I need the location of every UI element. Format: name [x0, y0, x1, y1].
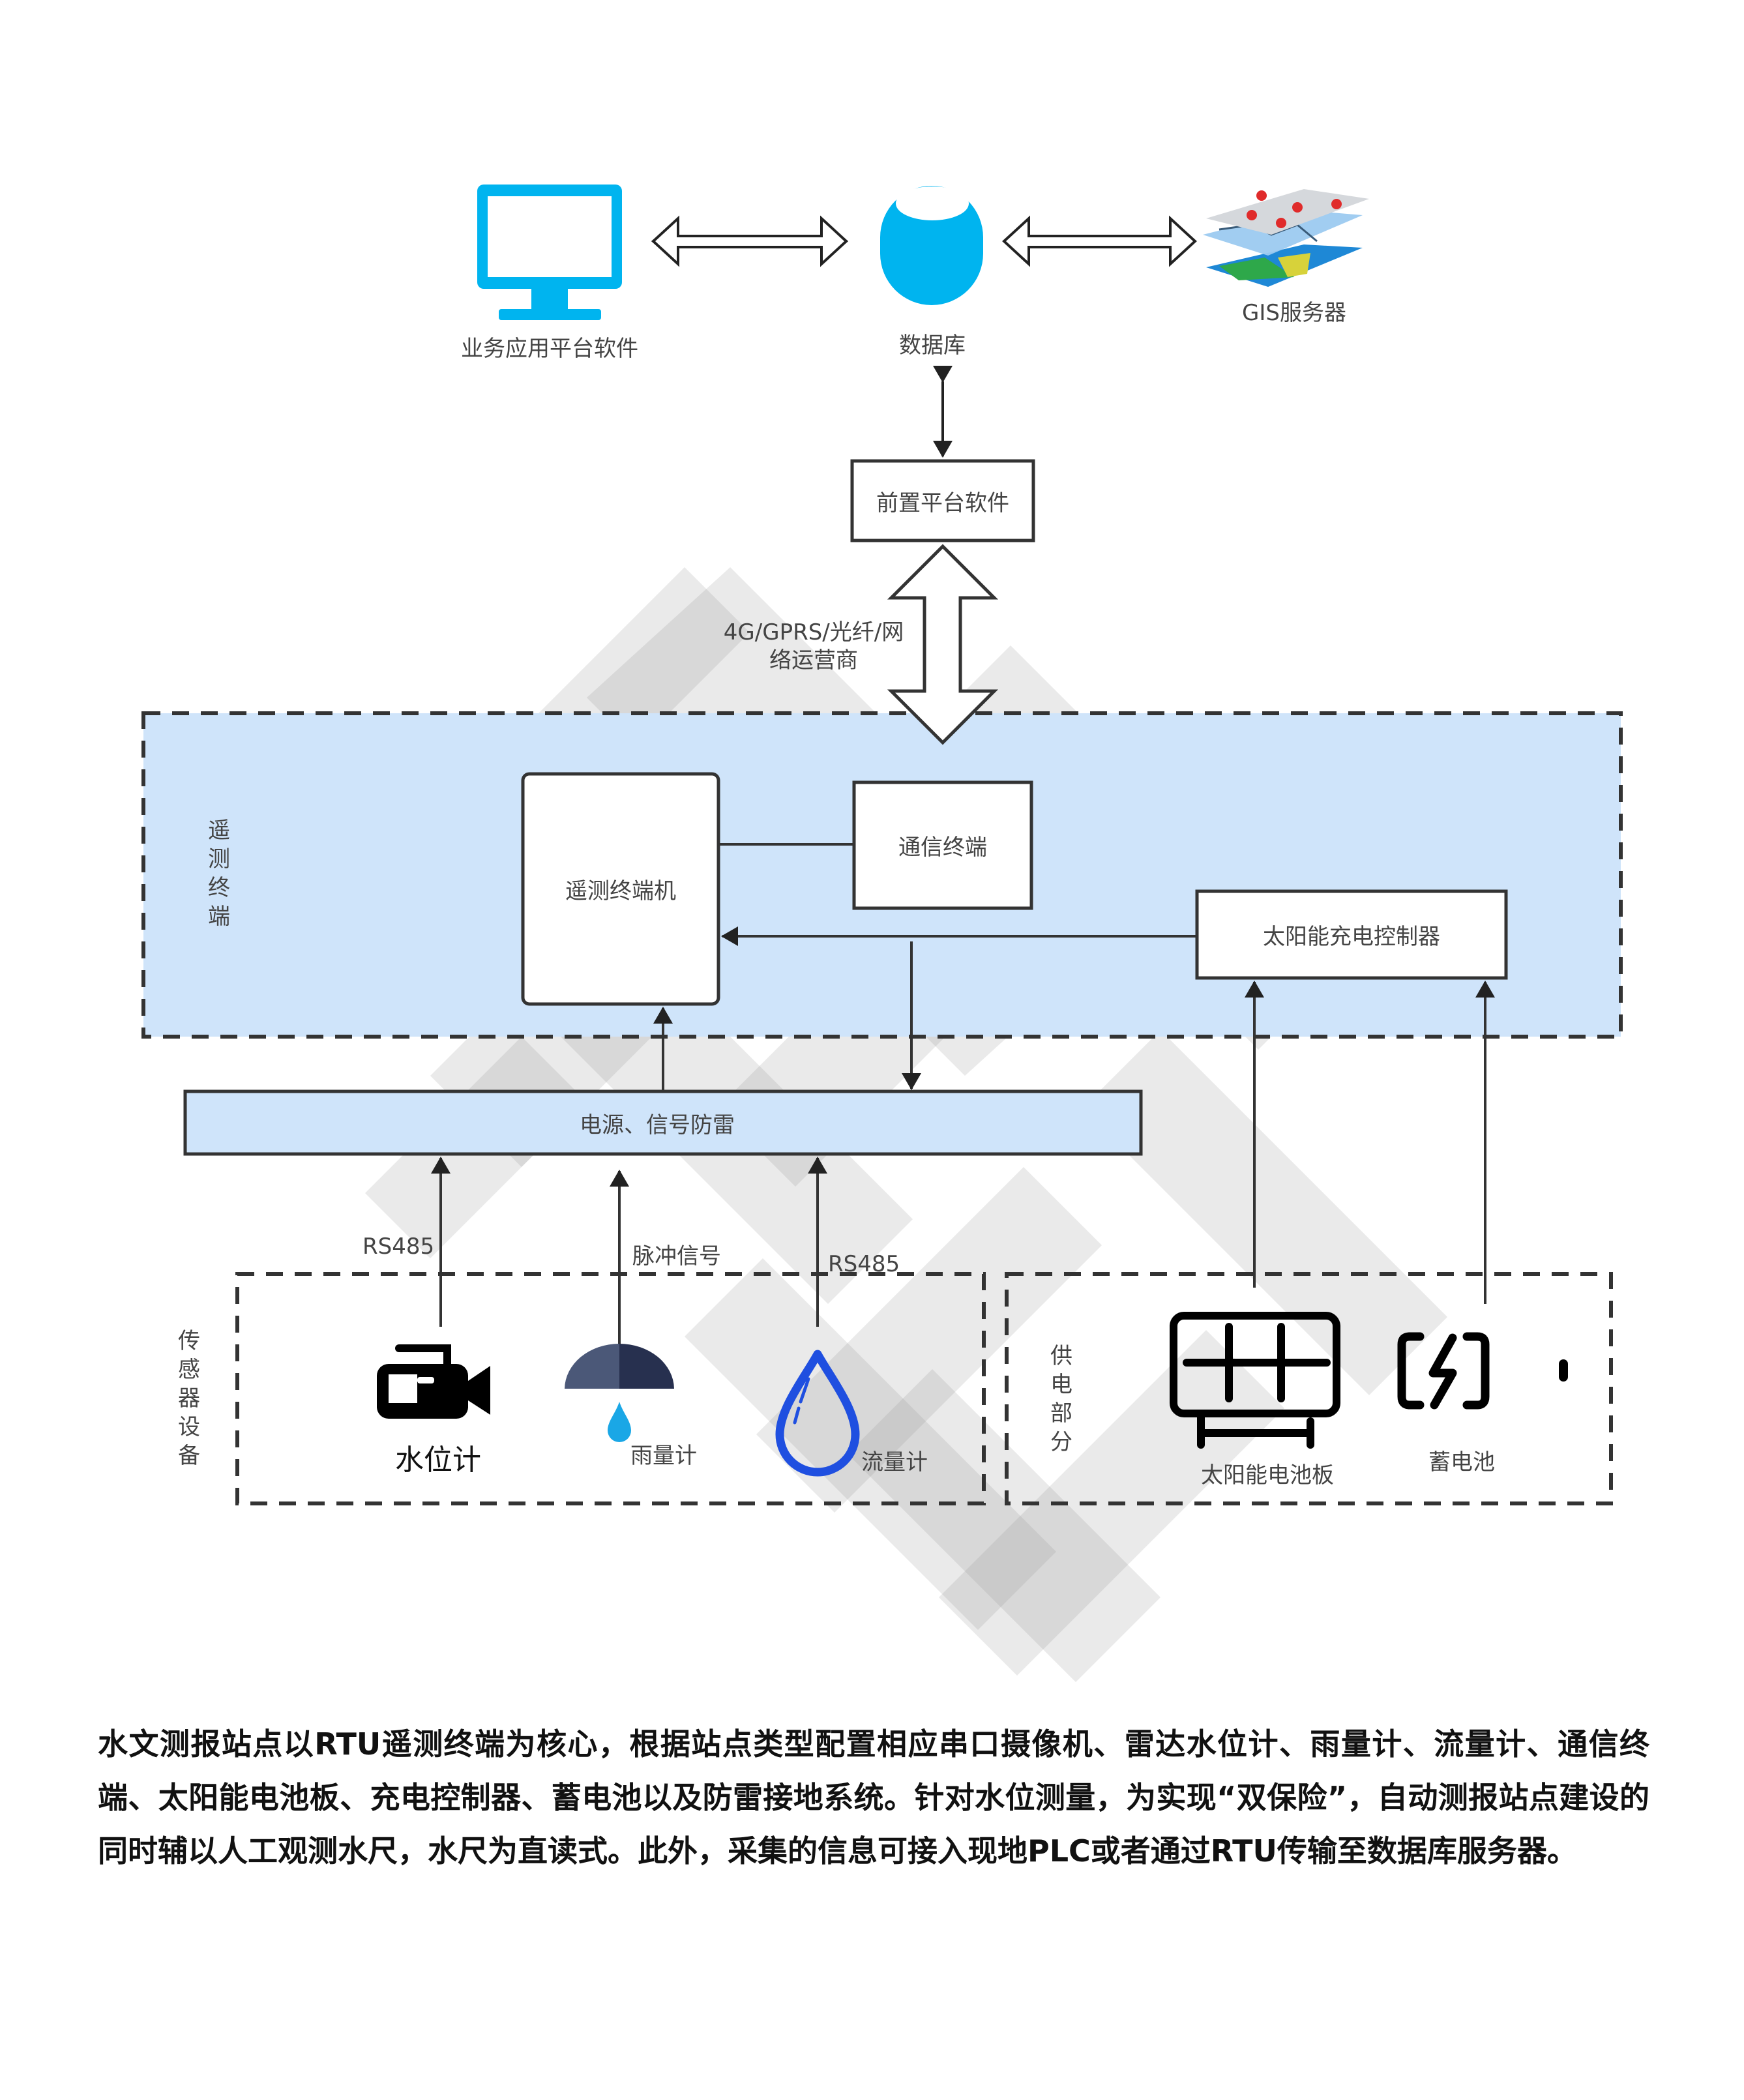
- rtu-machine-label: 遥测终端机: [565, 878, 676, 904]
- network-double-arrow: [887, 544, 999, 745]
- water-drop-icon: [775, 1350, 860, 1477]
- database-label: 数据库: [899, 333, 966, 359]
- comm-terminal-label: 通信终端: [898, 835, 987, 861]
- watermark-band: [848, 1369, 1160, 1682]
- database-cylinder-icon: [880, 186, 983, 305]
- power-group-box: [1005, 1272, 1613, 1505]
- video-camera-icon: [377, 1344, 490, 1419]
- battery-charging-icon: [1397, 1332, 1568, 1410]
- front-platform-label: 前置平台软件: [876, 490, 1009, 516]
- solar-controller-label: 太阳能充电控制器: [1263, 924, 1440, 950]
- gis-map-layers-icon: [1203, 189, 1369, 287]
- rain-gauge-link-label: 脉冲信号: [632, 1243, 721, 1269]
- watermark-band: [1082, 1030, 1447, 1395]
- protection-bar: [183, 1089, 1143, 1156]
- rain-gauge-label: 雨量计: [630, 1443, 697, 1469]
- power-group-label: 供电部分: [1050, 1343, 1072, 1455]
- front-platform-box: [850, 459, 1035, 542]
- rtu-group-label: 遥测终端: [208, 818, 230, 930]
- sensor-group-box: [235, 1272, 986, 1505]
- sensor-group-label: 传感器设备: [178, 1328, 200, 1469]
- monitor-icon: [477, 185, 622, 320]
- rain-gauge-icon: [565, 1344, 674, 1442]
- battery-label: 蓄电池: [1428, 1449, 1495, 1475]
- network-label-line1: 4G/GPRS/光纤/网: [723, 619, 904, 645]
- comm-terminal-box: [852, 780, 1033, 910]
- app-db-double-arrow-shape: [651, 215, 848, 267]
- gis-server-label: GIS服务器: [1242, 300, 1346, 326]
- flow-meter-label: 流量计: [861, 1449, 928, 1475]
- solar-panel-label: 太阳能电池板: [1201, 1462, 1334, 1488]
- description-paragraph: 水文测报站点以RTU遥测终端为核心，根据站点类型配置相应串口摄像机、雷达水位计、…: [98, 1726, 1649, 1869]
- app-software-label: 业务应用平台软件: [461, 336, 638, 362]
- water-level-link-label: RS485: [362, 1234, 435, 1260]
- rtu-machine-box: [521, 772, 720, 1006]
- watermark-band: [756, 1167, 1102, 1513]
- watermark-band: [685, 1258, 1056, 1630]
- solar-controller-box: [1195, 889, 1508, 980]
- water-level-meter-label: 水位计: [395, 1443, 481, 1477]
- network-label-line2: 络运营商: [769, 647, 858, 673]
- solar-panel-icon: [1170, 1312, 1340, 1449]
- flow-meter-link-label: RS485: [828, 1251, 900, 1277]
- db-gis-double-arrow: [1002, 215, 1197, 267]
- protection-bar-label: 电源、信号防雷: [580, 1112, 735, 1138]
